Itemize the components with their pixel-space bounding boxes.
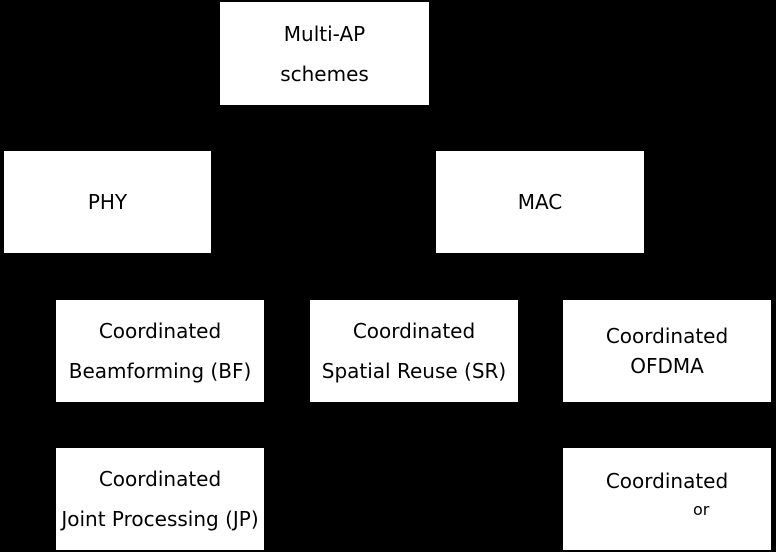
node-ofdma-line2: OFDMA [630,354,704,378]
node-coordinated-beamforming: Coordinated Beamforming (BF) [56,300,264,402]
node-multi-ap-schemes-line1: Multi-AP [283,21,366,46]
node-mac: MAC [436,151,644,253]
node-last-fragment: or [693,500,710,519]
node-mac-label: MAC [517,190,563,214]
node-coordinated-ofdma: Coordinated OFDMA [563,300,771,402]
node-bf-line1: Coordinated [98,319,222,343]
node-phy: PHY [4,151,211,253]
node-coordinated-spatial-reuse: Coordinated Spatial Reuse (SR) [310,300,518,402]
node-coordinated-joint-processing: Coordinated Joint Processing (JP) [56,448,264,550]
node-coordinated-partial: Coordinated or [563,448,771,550]
node-sr-line1: Coordinated [352,319,476,343]
node-jp-line2: Joint Processing (JP) [61,507,259,531]
node-jp-line1: Coordinated [98,467,222,491]
node-sr-line2: Spatial Reuse (SR) [321,359,507,383]
node-last-line1: Coordinated [605,469,729,493]
node-bf-line2: Beamforming (BF) [68,359,252,383]
node-phy-label: PHY [87,190,128,214]
node-ofdma-line1: Coordinated [605,324,729,348]
node-multi-ap-schemes-line2: schemes [280,61,369,86]
node-multi-ap-schemes: Multi-AP schemes [220,2,429,105]
